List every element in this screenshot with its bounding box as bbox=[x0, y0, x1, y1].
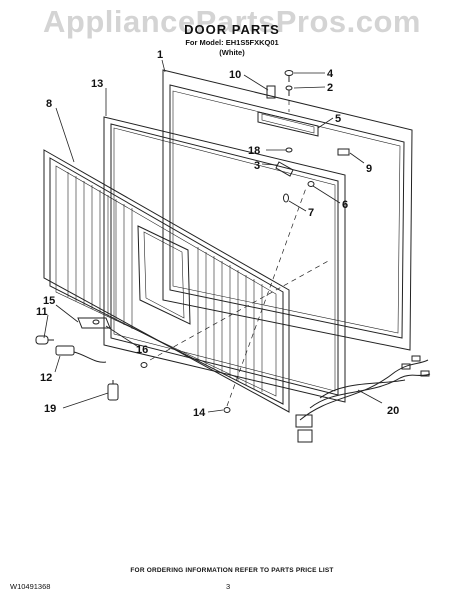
callout-14: 14 bbox=[193, 407, 206, 419]
callout-2: 2 bbox=[327, 82, 333, 94]
callout-3: 3 bbox=[254, 160, 260, 172]
callout-20: 20 bbox=[387, 405, 399, 417]
watermark: AppliancePartsPros.com bbox=[43, 4, 421, 39]
callout-1: 1 bbox=[157, 49, 163, 61]
screw-2 bbox=[285, 85, 293, 96]
callout-8: 8 bbox=[46, 98, 52, 110]
fastener-18 bbox=[285, 147, 293, 153]
callout-19: 19 bbox=[44, 403, 56, 415]
callout-4: 4 bbox=[327, 68, 334, 80]
page-number: 3 bbox=[226, 582, 231, 591]
callout-6: 6 bbox=[342, 199, 348, 211]
callout-11: 11 bbox=[36, 306, 48, 318]
door-outer-frame bbox=[162, 69, 413, 351]
callout-9: 9 bbox=[366, 163, 372, 175]
model-subtitle: For Model: EH1S5FXKQ01 (White) bbox=[0, 38, 464, 58]
callout-10: 10 bbox=[229, 69, 241, 81]
callout-18: 18 bbox=[248, 145, 260, 157]
callout-labels: 1 2 3 4 5 6 7 8 9 10 11 12 13 14 15 16 1… bbox=[36, 49, 399, 419]
clip-10 bbox=[266, 85, 276, 99]
switch-19 bbox=[107, 380, 119, 401]
ordering-note: FOR ORDERING INFORMATION REFER TO PARTS … bbox=[130, 567, 334, 574]
callout-12: 12 bbox=[40, 372, 52, 384]
projection-lines bbox=[149, 100, 331, 407]
door-gasket bbox=[103, 116, 346, 403]
callout-13: 13 bbox=[91, 78, 103, 90]
callout-16: 16 bbox=[136, 344, 148, 356]
callout-15: 15 bbox=[43, 295, 55, 307]
screw-14a bbox=[140, 362, 148, 368]
callout-5: 5 bbox=[335, 113, 341, 125]
hinge-plate-3 bbox=[275, 161, 294, 177]
leader-lines bbox=[43, 59, 383, 413]
screw-4 bbox=[284, 70, 294, 82]
hinge-bracket bbox=[257, 111, 319, 137]
door-liner bbox=[43, 149, 290, 413]
nut-6 bbox=[307, 181, 315, 187]
variant-line: (White) bbox=[219, 48, 245, 57]
light-housing-15 bbox=[77, 317, 111, 329]
lens-16 bbox=[92, 319, 100, 325]
page-title: DOOR PARTS bbox=[184, 22, 280, 37]
bulb-11 bbox=[35, 335, 54, 345]
callout-7: 7 bbox=[308, 207, 314, 219]
model-line: For Model: EH1S5FXKQ01 bbox=[185, 38, 279, 47]
document-number: W10491368 bbox=[10, 582, 51, 591]
screw-14b bbox=[223, 407, 231, 413]
pin-7 bbox=[283, 193, 289, 203]
label-9 bbox=[337, 148, 350, 156]
light-socket-12 bbox=[55, 345, 107, 363]
wire-harness-20 bbox=[295, 355, 431, 443]
